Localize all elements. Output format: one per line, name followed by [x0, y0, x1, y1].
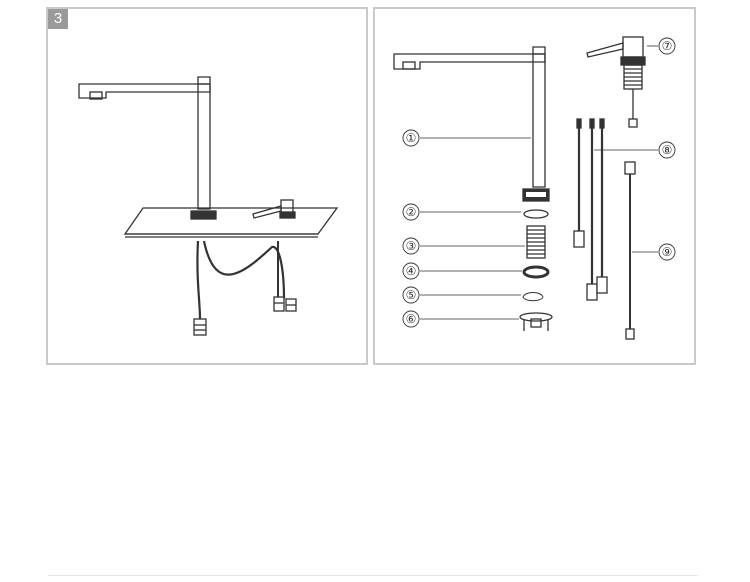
soap-dispenser-lever — [252, 205, 282, 219]
part-2-washer — [523, 209, 549, 219]
callout-labels: ① ② ③ ④ ⑤ ⑥ ⑦ ⑧ ⑨ — [402, 37, 676, 328]
cold-hose — [196, 240, 202, 320]
callout-circle-6 — [402, 310, 420, 328]
callout-label-2: ② — [406, 205, 417, 219]
faucet-base-ring — [190, 210, 217, 220]
callout-circle-5 — [402, 286, 420, 304]
part-6-fixing-nut — [519, 312, 553, 331]
spout-outlet — [89, 91, 103, 100]
callout-circle-2 — [402, 203, 420, 221]
callout-leaders — [420, 45, 658, 320]
callout-label-9: ⑨ — [662, 245, 673, 259]
part-7-soap-dispenser — [586, 36, 646, 128]
exploded-parts-illustration: ① ② ③ ④ ⑤ ⑥ ⑦ ⑧ ⑨ — [393, 36, 676, 340]
callout-label-4: ④ — [406, 264, 417, 278]
faucet-body — [197, 76, 211, 210]
part-4-rubber-ring — [522, 265, 550, 279]
bottom-divider — [48, 575, 698, 576]
callout-circle-7 — [658, 37, 676, 55]
callout-label-1: ① — [406, 131, 417, 145]
callout-label-8: ⑧ — [662, 143, 673, 157]
step-number-badge: 3 — [48, 9, 68, 29]
part-1-faucet-body — [393, 46, 550, 202]
part-5-clip — [522, 292, 544, 302]
countertop — [123, 207, 339, 235]
faucet-spout — [78, 83, 211, 99]
callout-circle-1 — [402, 129, 420, 147]
assembled-view-panel: 3 — [46, 7, 368, 365]
part-8-inlet-hoses — [573, 118, 608, 301]
hose-fitting-left — [193, 318, 207, 336]
callout-label-5: ⑤ — [406, 288, 417, 302]
part-9-long-hose — [624, 161, 636, 340]
callout-circle-8 — [658, 141, 676, 159]
callout-circle-3 — [402, 237, 420, 255]
callout-circle-9 — [658, 243, 676, 261]
callout-circle-4 — [402, 262, 420, 280]
exploded-view-panel: ① ② ③ ④ ⑤ ⑥ ⑦ ⑧ ⑨ — [373, 7, 696, 365]
callout-label-3: ③ — [406, 239, 417, 253]
hot-hose — [202, 240, 286, 300]
part-3-threaded-shank — [526, 225, 546, 259]
soap-dispenser-body — [280, 199, 294, 214]
hose-fitting-right-a — [273, 296, 285, 312]
soap-dispenser-base — [279, 211, 296, 219]
callout-label-6: ⑥ — [406, 312, 417, 326]
callout-label-7: ⑦ — [662, 39, 673, 53]
assembled-faucet-illustration — [78, 76, 339, 336]
